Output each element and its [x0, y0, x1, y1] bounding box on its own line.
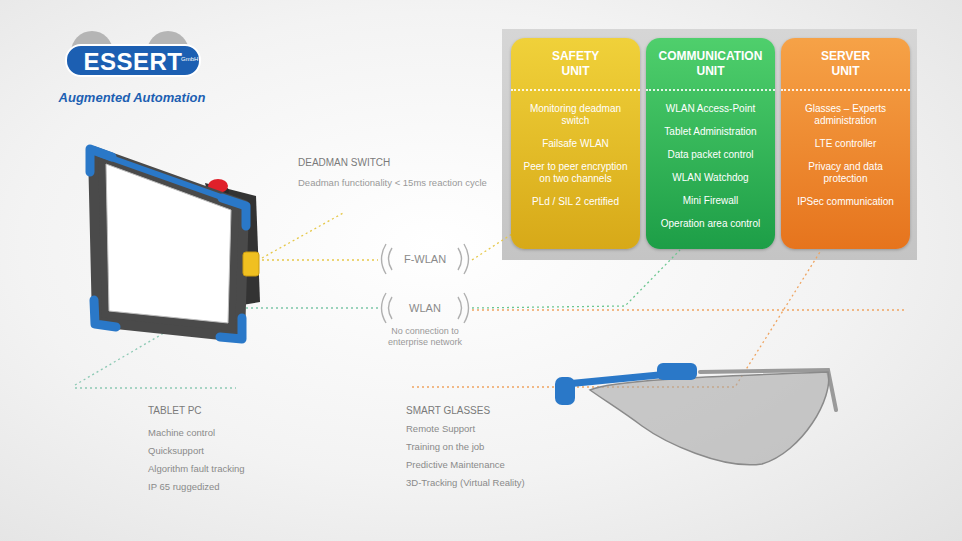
- feature-item: 3D-Tracking (Virtual Reality): [406, 477, 525, 489]
- badge-text: F-WLAN: [404, 253, 446, 265]
- feature-item: IP 65 ruggedized: [148, 481, 220, 493]
- unit-feature: PLd / SIL 2 certified: [519, 196, 632, 208]
- callout-title: DEADMAN SWITCH: [298, 157, 390, 169]
- feature-item: Machine control: [148, 427, 215, 439]
- logo-suffix: GmbH: [181, 56, 198, 63]
- glasses-illustration: [555, 363, 836, 465]
- badge-text: WLAN: [409, 302, 441, 314]
- unit-feature: Glasses – Experts administration: [789, 103, 902, 127]
- unit-feature: Operation area control: [654, 218, 767, 230]
- unit-heading: COMMUNICATION UNIT: [659, 49, 763, 79]
- separator: [511, 89, 640, 91]
- feature-item: Quicksupport: [148, 445, 204, 457]
- unit-heading: SERVER UNIT: [821, 49, 870, 79]
- logo-text: ESSERT: [83, 50, 182, 74]
- unit-feature: Privacy and data protection: [789, 161, 902, 185]
- unit-feature: Tablet Administration: [654, 126, 767, 138]
- feature-item: Training on the job: [406, 441, 484, 453]
- tagline: Augmented Automation: [59, 90, 206, 105]
- unit-feature: Mini Firewall: [654, 195, 767, 207]
- unit-feature: LTE controller: [789, 138, 902, 150]
- unit-panel: [502, 29, 917, 260]
- unit-heading: SAFETY UNIT: [552, 49, 599, 79]
- unit-box: COMMUNICATION UNIT WLAN Access-PointTable…: [646, 38, 775, 249]
- unit-feature: Data packet control: [654, 149, 767, 161]
- unit-feature: Monitoring deadman switch: [519, 103, 632, 127]
- callout-text: Deadman functionality < 15ms reaction cy…: [298, 177, 487, 189]
- unit-feature: Failsafe WLAN: [519, 138, 632, 150]
- feature-item: Predictive Maintenance: [406, 459, 505, 471]
- feature-item: Remote Support: [406, 423, 475, 435]
- unit-box: SAFETY UNIT Monitoring deadman switchFail…: [511, 38, 640, 249]
- feature-item: Algorithm fault tracking: [148, 463, 245, 475]
- unit-box: SERVER UNIT Glasses – Experts administrat…: [781, 38, 910, 249]
- unit-feature: Peer to peer encryption on two channels: [519, 161, 632, 185]
- callout-title: TABLET PC: [148, 405, 202, 417]
- wireless-symbol: [382, 244, 469, 323]
- callout-text: No connection to enterprise network: [375, 326, 475, 348]
- unit-feature: WLAN Access-Point: [654, 103, 767, 115]
- separator: [646, 89, 775, 91]
- separator: [781, 89, 910, 91]
- logo: [66, 31, 200, 76]
- unit-feature: WLAN Watchdog: [654, 172, 767, 184]
- unit-feature: IPSec communication: [789, 196, 902, 208]
- callout-title: SMART GLASSES: [406, 405, 490, 417]
- tablet-illustration: [90, 149, 260, 339]
